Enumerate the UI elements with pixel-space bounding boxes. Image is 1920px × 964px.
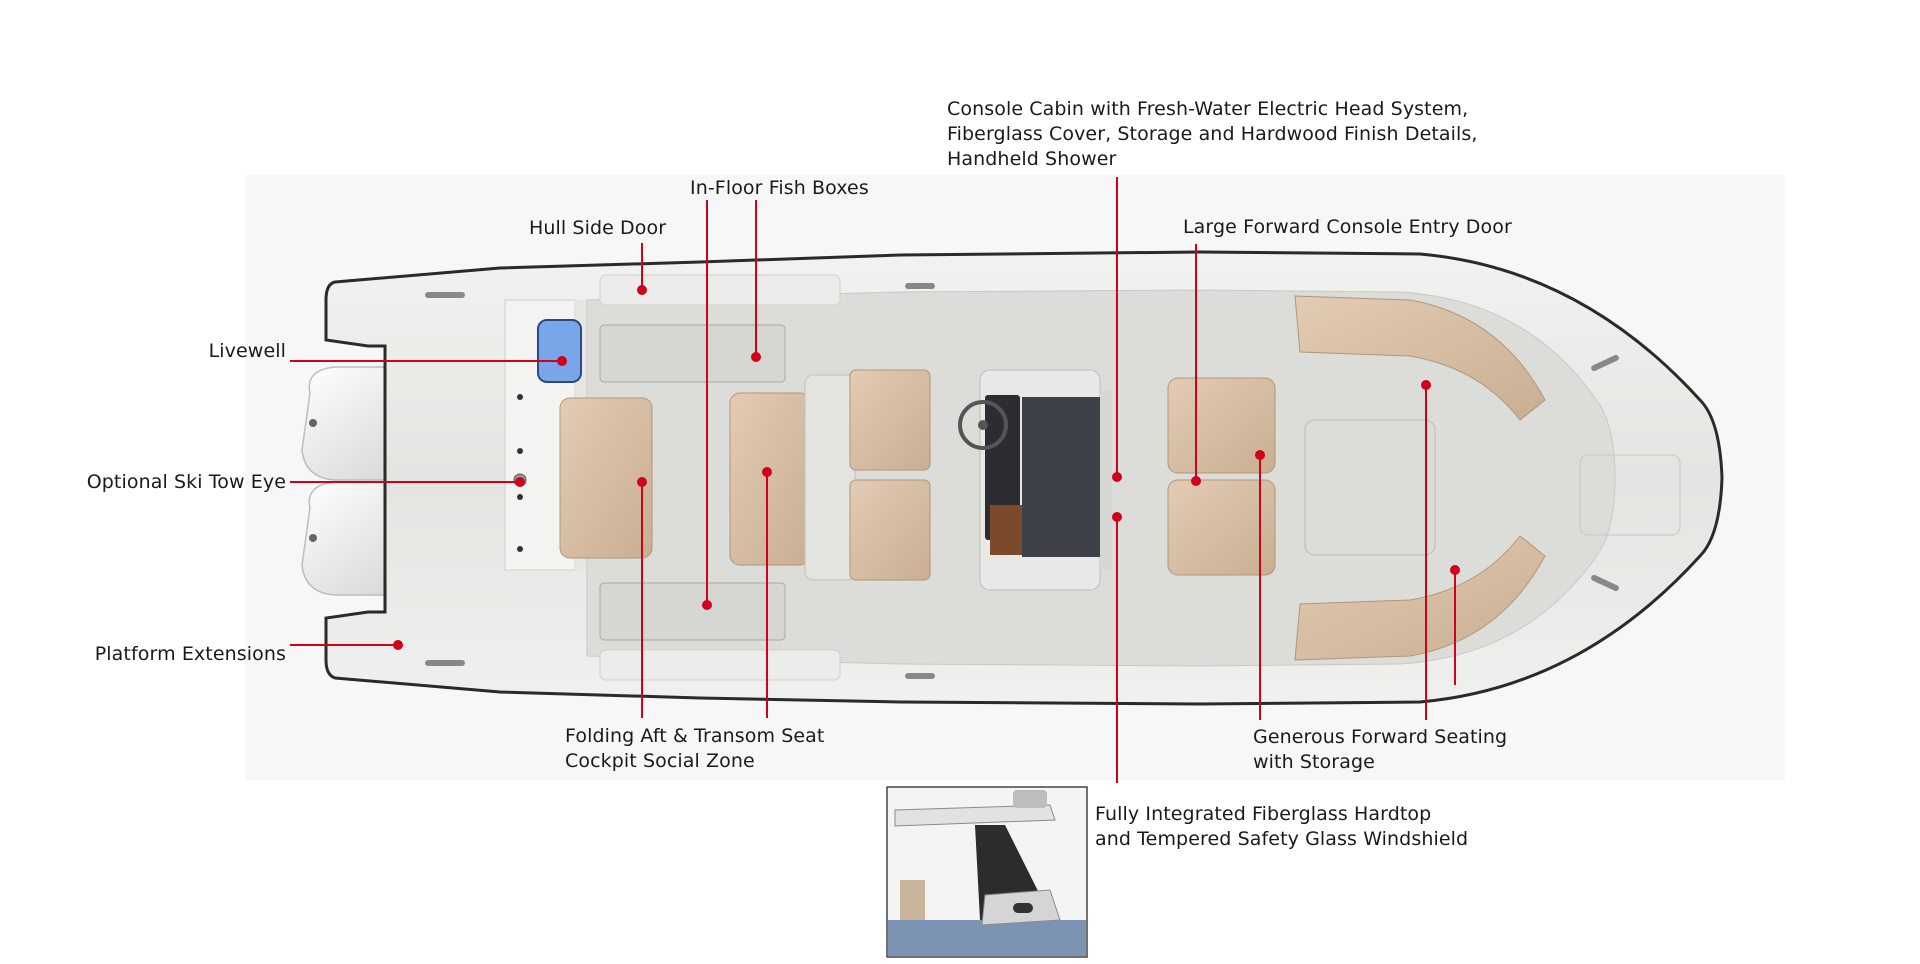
fish-boxes-callout: In-Floor Fish Boxes — [690, 177, 869, 199]
leaning-post-seat — [729, 392, 811, 566]
livewell-well — [537, 319, 582, 383]
leader-lines — [290, 177, 1456, 783]
steering-wheel — [958, 400, 1008, 450]
forward-console-seat — [1167, 377, 1276, 474]
console-cabin-callout: Console Cabin with Fresh-Water Electric … — [947, 98, 1478, 170]
forward-seating-callout: Generous Forward Seating with Storage — [1253, 726, 1508, 773]
fish-box-bottom — [599, 582, 786, 641]
fish-box-top — [599, 324, 786, 383]
platform-extensions-callout: Platform Extensions — [94, 643, 286, 665]
hull-side-door-callout: Hull Side Door — [529, 217, 667, 239]
folding-seat-callout: Folding Aft & Transom Seat Cockpit Socia… — [565, 725, 825, 772]
ski-tow-eye-callout: Optional Ski Tow Eye — [86, 471, 286, 493]
livewell-callout: Livewell — [208, 340, 286, 362]
aft-folding-seat — [559, 397, 653, 559]
hardtop-inset-image — [886, 786, 1088, 958]
bow-seat-top — [1294, 295, 1546, 421]
callout-dots — [393, 285, 1460, 650]
forward-console-door-callout: Large Forward Console Entry Door — [1183, 216, 1512, 238]
hardtop-callout: Fully Integrated Fiberglass Hardtop and … — [1095, 803, 1469, 850]
